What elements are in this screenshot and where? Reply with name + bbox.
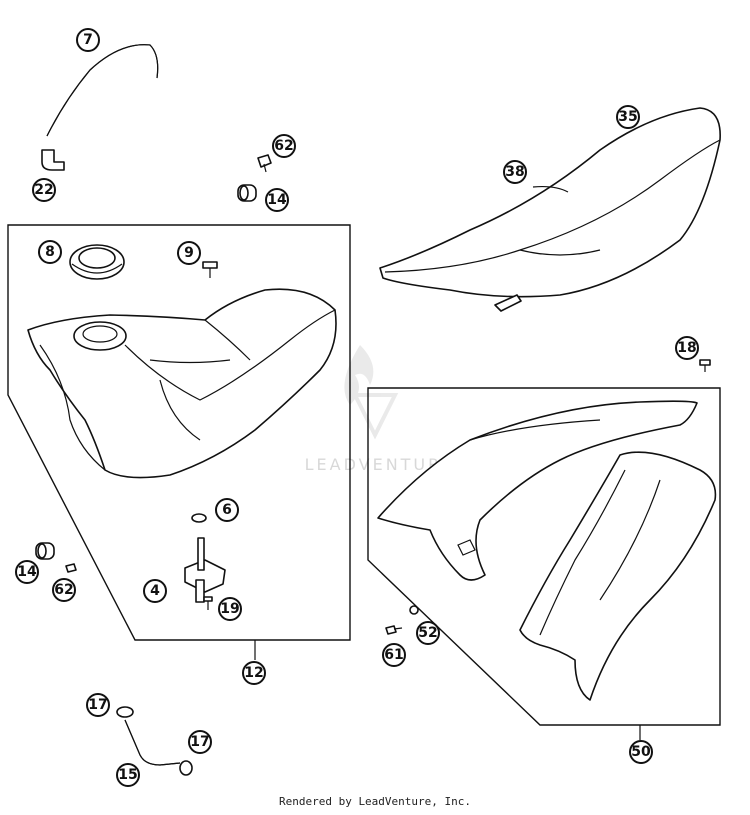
shroud-bolt-part	[385, 625, 403, 635]
callout-17-top: 17	[86, 693, 110, 717]
svg-text:62: 62	[274, 138, 293, 154]
svg-text:6: 6	[222, 502, 232, 518]
callout-6: 6	[215, 498, 239, 522]
callout-9: 9	[177, 241, 201, 265]
screw-part-9	[202, 261, 218, 278]
hose-elbow-part	[41, 149, 65, 171]
callout-35: 35	[616, 105, 640, 129]
svg-text:9: 9	[184, 245, 194, 261]
hose-clamp-part-bottom	[179, 760, 193, 776]
callout-18: 18	[675, 336, 699, 360]
svg-text:14: 14	[17, 564, 37, 580]
callout-17-bottom: 17	[188, 730, 212, 754]
fuel-cap-part	[69, 244, 125, 280]
svg-text:18: 18	[677, 340, 696, 356]
svg-text:7: 7	[83, 32, 93, 48]
watermark-text: LEADVENTURE	[305, 455, 456, 474]
bolt-part-left	[65, 563, 77, 573]
svg-text:12: 12	[244, 665, 263, 681]
svg-text:19: 19	[220, 601, 239, 617]
callout-19: 19	[218, 597, 242, 621]
callout-38: 38	[503, 160, 527, 184]
callout-7: 7	[76, 28, 100, 52]
callout-22: 22	[32, 178, 56, 202]
watermark-logo	[344, 345, 399, 440]
tap-screw-part	[203, 596, 213, 610]
svg-text:8: 8	[45, 244, 55, 260]
grommet-part-left	[35, 542, 55, 560]
callout-50: 50	[629, 740, 653, 764]
svg-text:17: 17	[88, 697, 107, 713]
svg-text:35: 35	[618, 109, 637, 125]
radiator-shroud-part	[377, 400, 698, 581]
seat-part	[379, 107, 721, 312]
screw-part-18	[699, 359, 711, 372]
shroud-assembly-frame	[367, 387, 721, 726]
svg-text:4: 4	[150, 583, 160, 599]
fuel-tank-part	[27, 288, 337, 479]
callout-12: 12	[242, 661, 266, 685]
tank-assembly-frame	[7, 224, 351, 641]
connecting-hose-part	[124, 719, 181, 766]
side-shroud-part	[519, 451, 717, 701]
callout-52: 52	[416, 621, 440, 645]
callout-15: 15	[116, 763, 140, 787]
fuel-tap-part	[184, 537, 226, 603]
vent-hose-part	[46, 44, 159, 137]
svg-text:52: 52	[418, 625, 437, 641]
hose-clamp-part-top	[116, 706, 134, 718]
grommet-part-top	[237, 184, 257, 202]
svg-text:22: 22	[34, 182, 53, 198]
svg-text:50: 50	[631, 744, 651, 760]
callout-14-top: 14	[265, 188, 289, 212]
shroud-nut-part	[409, 605, 419, 615]
footer-credit: Rendered by LeadVenture, Inc.	[278, 795, 472, 808]
svg-text:14: 14	[267, 192, 287, 208]
svg-text:61: 61	[384, 647, 403, 663]
callout-62-left: 62	[52, 578, 76, 602]
callout-61: 61	[382, 643, 406, 667]
svg-text:38: 38	[505, 164, 524, 180]
svg-text:15: 15	[118, 767, 137, 783]
svg-text:62: 62	[54, 582, 73, 598]
svg-text:17: 17	[190, 734, 209, 750]
bolt-part-top	[257, 154, 272, 173]
o-ring-part	[191, 513, 207, 523]
callout-4: 4	[143, 579, 167, 603]
callout-62-top: 62	[272, 134, 296, 158]
callout-8: 8	[38, 240, 62, 264]
callout-14-left: 14	[15, 560, 39, 584]
